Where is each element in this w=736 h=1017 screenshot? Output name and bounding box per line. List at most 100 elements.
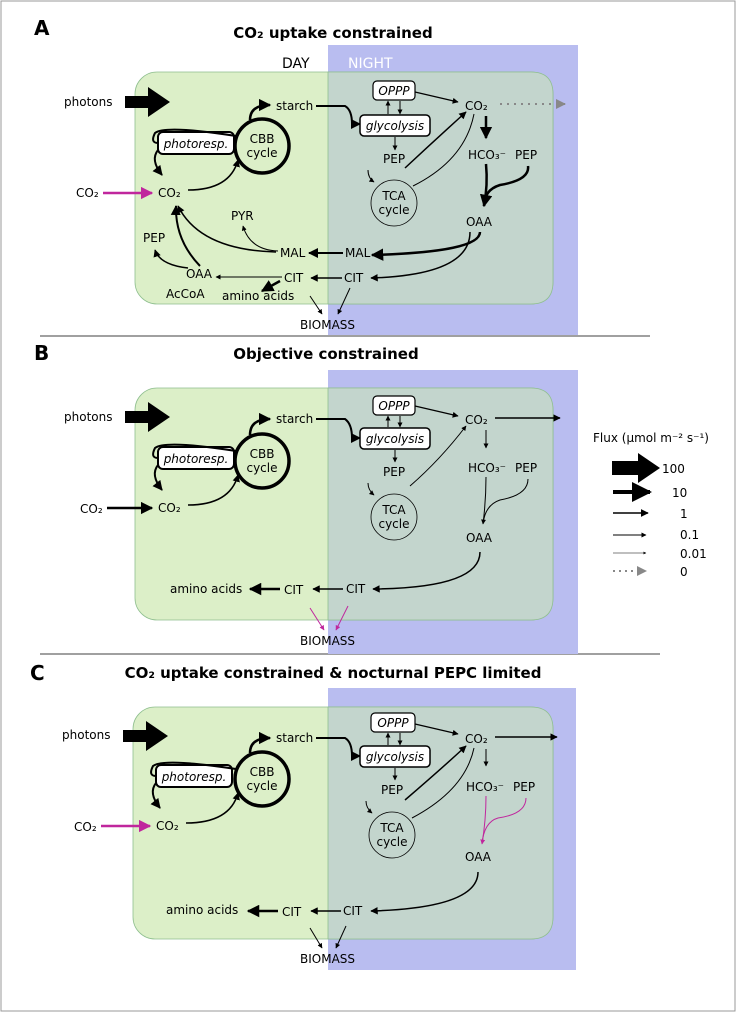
photons-label: photons: [64, 410, 112, 424]
co2-input-label: CO₂: [80, 502, 103, 516]
cycle-label: cycle: [246, 461, 277, 475]
biomass-label: BIOMASS: [300, 952, 355, 966]
flux-legend: Flux (µmol m⁻² s⁻¹) 100 10 1 0.1 0.01 0: [593, 431, 709, 579]
panel-title: CO₂ uptake constrained & nocturnal PEPC …: [125, 664, 542, 682]
tca-cycle-label: cycle: [378, 517, 409, 531]
mal-day-label: MAL: [280, 246, 306, 260]
panel-letter: C: [30, 661, 45, 685]
glycolysis-box: [359, 114, 431, 137]
pep2-label: PEP: [515, 461, 537, 475]
photoresp-label: photoresp.: [161, 770, 227, 784]
glycolysis-box: [359, 745, 431, 768]
co2-night-label: CO₂: [465, 732, 488, 746]
starch-label: starch: [276, 99, 313, 113]
biomass-label: BIOMASS: [300, 318, 355, 332]
tca-label: TCA: [381, 503, 406, 517]
panel-b: B Objective constrained photons CO₂ CO₂ …: [34, 341, 578, 654]
photon-flux-arrow: [123, 721, 168, 751]
glycolysis-label: glycolysis: [366, 750, 424, 764]
co2-input-label: CO₂: [74, 820, 97, 834]
legend-label: 10: [672, 486, 687, 500]
legend-label: 0.01: [680, 547, 707, 561]
oaa-night-label: OAA: [465, 850, 492, 864]
tca-cycle-label: cycle: [376, 835, 407, 849]
cbb-label: CBB: [250, 765, 275, 779]
amino-acids-label: amino acids: [222, 289, 294, 303]
panel-a: A CO₂ uptake constrained DAY NIGHT photo…: [34, 16, 578, 335]
cit-day-label: CIT: [284, 583, 304, 597]
oppp-box: [372, 395, 416, 416]
oaa-day-label: OAA: [186, 267, 213, 281]
panel-title: CO₂ uptake constrained: [233, 24, 432, 42]
pep2-label: PEP: [515, 148, 537, 162]
oppp-label: OPPP: [377, 716, 409, 730]
panel-c: C CO₂ uptake constrained & nocturnal PEP…: [30, 661, 576, 970]
glycolysis-box: [359, 427, 431, 450]
tca-cycle-label: cycle: [378, 203, 409, 217]
amino-acids-label: amino acids: [170, 582, 242, 596]
mal-night-label: MAL: [345, 246, 371, 260]
tca-label: TCA: [381, 189, 406, 203]
co2-day-label: CO₂: [158, 186, 181, 200]
co2-day-label: CO₂: [158, 501, 181, 515]
cycle-label: cycle: [246, 146, 277, 160]
legend-label: 0.1: [680, 528, 699, 542]
glycolysis-label: glycolysis: [366, 119, 424, 133]
oppp-box: [370, 712, 416, 733]
cit-day-label: CIT: [282, 905, 302, 919]
photons-label: photons: [64, 95, 112, 109]
pep-night-label: PEP: [383, 465, 405, 479]
night-label: NIGHT: [348, 56, 393, 72]
hco3-label: HCO₃⁻: [466, 780, 504, 794]
legend-arrow-100: [612, 453, 660, 483]
pep-night-label: PEP: [383, 152, 405, 166]
tca-label: TCA: [379, 821, 404, 835]
legend-label: 1: [680, 507, 688, 521]
starch-label: starch: [276, 731, 313, 745]
pep2-label: PEP: [513, 780, 535, 794]
co2-night-label: CO₂: [465, 99, 488, 113]
photon-flux-arrow: [125, 402, 170, 432]
starch-label: starch: [276, 412, 313, 426]
photoresp-label: photoresp.: [163, 137, 229, 151]
oppp-box: [372, 80, 416, 101]
oppp-label: OPPP: [378, 84, 410, 98]
cit-night-label: CIT: [344, 271, 364, 285]
co2-day-label: CO₂: [156, 819, 179, 833]
panel-title: Objective constrained: [233, 345, 418, 363]
tca-cycle-circle: [370, 493, 418, 541]
oppp-label: OPPP: [378, 399, 410, 413]
cit-day-label: CIT: [284, 271, 304, 285]
legend-label: 0: [680, 565, 688, 579]
biomass-label: BIOMASS: [300, 634, 355, 648]
glycolysis-label: glycolysis: [366, 432, 424, 446]
day-label: DAY: [282, 56, 310, 72]
night-overlap: [327, 71, 554, 305]
cycle-label: cycle: [246, 779, 277, 793]
cit-night-label: CIT: [343, 904, 363, 918]
oaa-night-label: OAA: [466, 531, 493, 545]
pyr-label: PYR: [231, 209, 254, 223]
co2-input-label: CO₂: [76, 186, 99, 200]
photoresp-label: photoresp.: [163, 452, 229, 466]
photons-label: photons: [62, 728, 110, 742]
accoa-label: AcCoA: [166, 287, 205, 301]
panel-letter: B: [34, 341, 49, 365]
panel-letter: A: [34, 16, 50, 40]
tca-cycle-circle: [368, 811, 416, 859]
photon-flux-arrow: [125, 87, 170, 117]
cit-night-label: CIT: [346, 582, 366, 596]
hco3-label: HCO₃⁻: [468, 461, 506, 475]
legend-label: 100: [662, 462, 685, 476]
oaa-night-label: OAA: [466, 215, 493, 229]
amino-acids-label: amino acids: [166, 903, 238, 917]
pep-night-label: PEP: [381, 783, 403, 797]
pep-day-label: PEP: [143, 231, 165, 245]
cbb-label: CBB: [250, 447, 275, 461]
hco3-label: HCO₃⁻: [468, 148, 506, 162]
legend-title: Flux (µmol m⁻² s⁻¹): [593, 431, 709, 445]
cbb-cycle-circle: [233, 750, 291, 808]
